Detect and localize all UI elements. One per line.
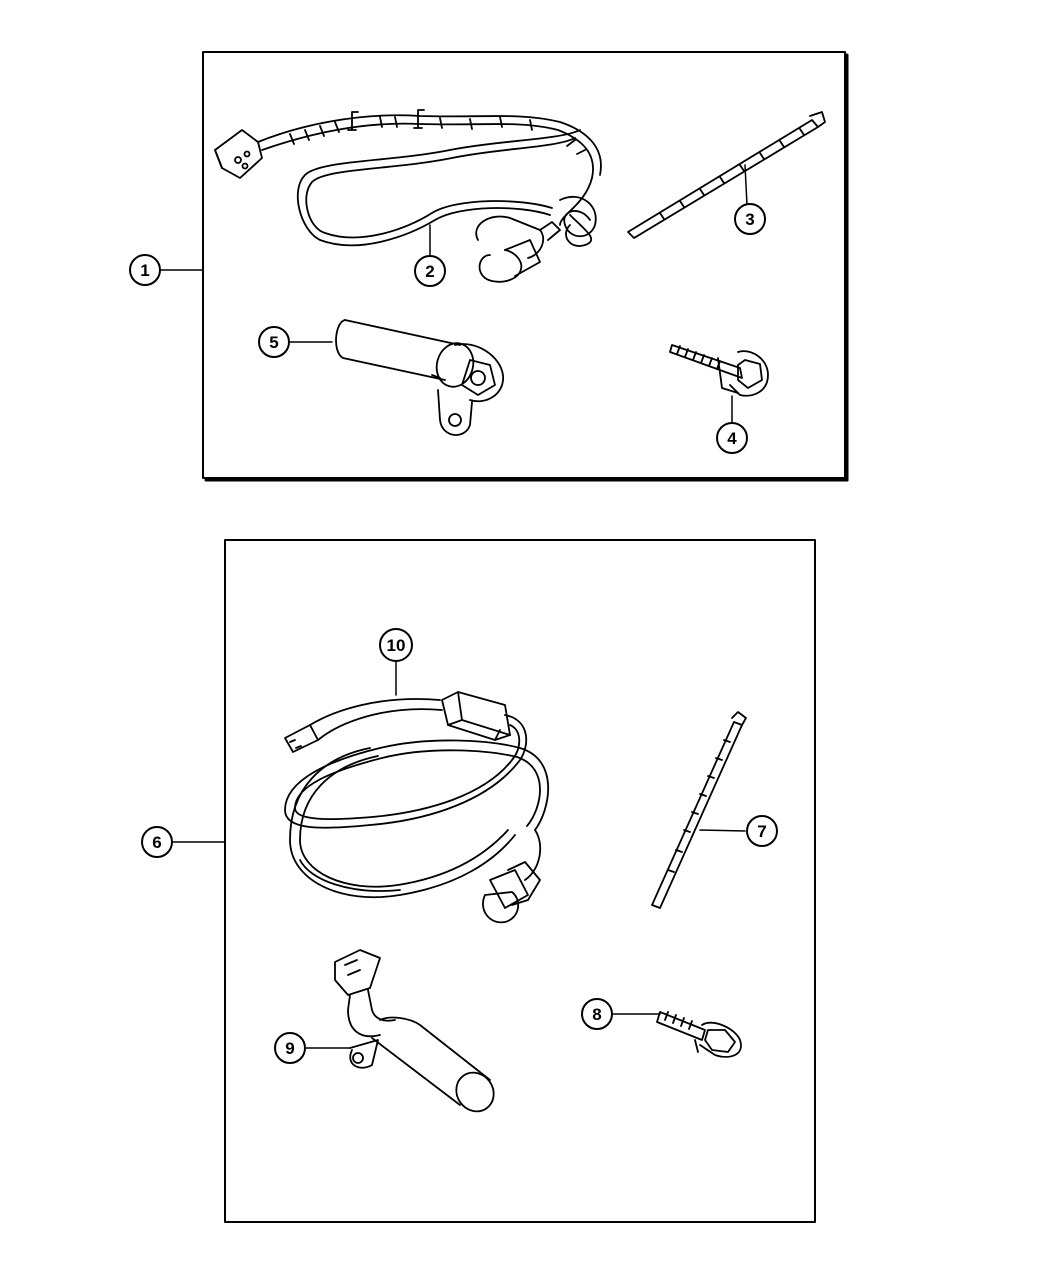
callout-2: 2 (414, 255, 446, 287)
callout-3: 3 (734, 203, 766, 235)
svg-text:1: 1 (140, 261, 149, 280)
svg-text:7: 7 (757, 822, 766, 841)
callout-5: 5 (258, 326, 290, 358)
callout-10: 10 (379, 628, 413, 662)
bolt-icon (669, 344, 769, 397)
callout-leader-7 (699, 829, 746, 832)
svg-text:4: 4 (727, 429, 737, 448)
callout-9: 9 (274, 1032, 306, 1064)
callout-8: 8 (581, 998, 613, 1030)
callout-6: 6 (141, 826, 173, 858)
svg-text:5: 5 (269, 333, 278, 352)
svg-text:6: 6 (152, 833, 161, 852)
callout-7: 7 (746, 815, 778, 847)
svg-text:3: 3 (745, 210, 754, 229)
svg-text:8: 8 (592, 1005, 601, 1024)
bolt-icon (656, 1011, 742, 1058)
kit-frame-lower (224, 539, 816, 1223)
power-cord-icon (284, 691, 550, 924)
callout-4: 4 (716, 422, 748, 454)
svg-text:2: 2 (425, 262, 434, 281)
wiring-harness-icon (214, 109, 602, 283)
heater-element-icon (335, 319, 504, 436)
callout-1: 1 (129, 254, 161, 286)
callout-leader-3 (744, 164, 748, 206)
svg-text:9: 9 (285, 1039, 294, 1058)
svg-text:10: 10 (387, 636, 406, 655)
cable-tie-icon (651, 711, 747, 909)
cable-tie-icon (627, 111, 826, 239)
kit-frame-upper (202, 51, 849, 482)
heater-element-icon (334, 949, 495, 1113)
